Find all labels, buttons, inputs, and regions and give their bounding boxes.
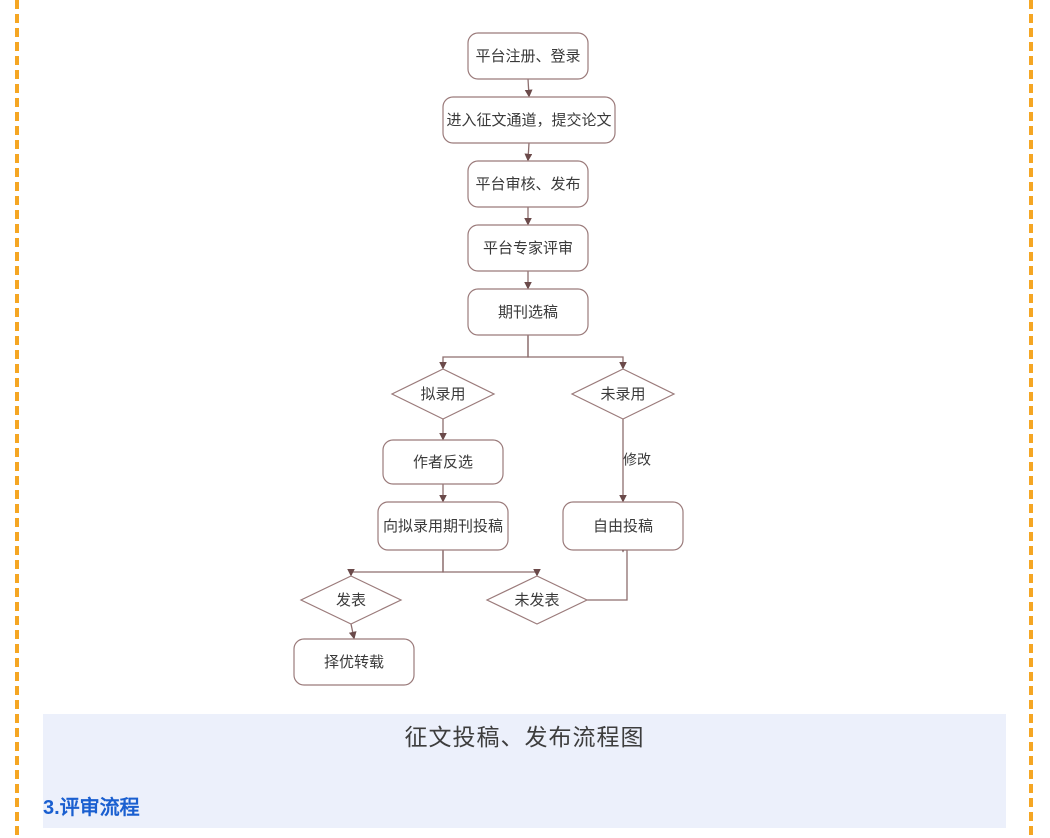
flow-node-n1: 平台注册、登录 [467,32,589,80]
node-shape-box [467,288,589,336]
node-label: 未录用 [600,386,645,403]
node-label: 向拟录用期刊投稿 [383,518,503,535]
flow-node-n3: 平台审核、发布 [467,160,589,208]
flow-link-n5-to-d2 [527,335,627,370]
node-shape-box [442,96,616,144]
node-shape-box [377,501,509,551]
flow-node-n7: 向拟录用期刊投稿 [377,501,509,551]
node-shape-box [382,439,504,485]
node-shape-diamond [570,368,676,420]
node-shape-diamond [485,575,589,625]
edge-label-0: 修改 [623,452,651,468]
right-dashed-rail [1029,0,1033,838]
flowchart-figure: 平台注册、登录进入征文通道，提交论文平台审核、发布平台专家评审期刊选稿拟录用 未录… [43,0,1006,710]
flow-node-n4: 平台专家评审 [467,224,589,272]
flow-link-n7-to-d4 [442,550,541,577]
flowchart-edge-labels: 修改 [623,452,651,468]
flow-link-n7-to-d3 [347,550,444,577]
flow-node-n2: 进入征文通道，提交论文 [442,96,616,144]
flow-node-n6: 作者反选 [382,439,504,485]
flow-link-d3-to-n9 [348,623,357,640]
node-shape-box [562,501,684,551]
flow-node-n8: 自由投稿 [562,501,684,551]
node-shape-box [467,160,589,208]
left-dashed-rail [15,0,19,838]
node-label: 自由投稿 [593,518,653,535]
figure-caption: 征文投稿、发布流程图 [404,724,645,750]
node-shape-box [467,32,589,80]
node-label: 未发表 [514,592,559,609]
node-shape-box [467,224,589,272]
flow-node-d1: 拟录用 [390,368,496,420]
figure-caption-panel: 征文投稿、发布流程图 3.评审流程 [43,714,1006,828]
node-shape-diamond [390,368,496,420]
flow-link-d4-to-n8 [587,544,628,601]
flow-node-n5: 期刊选稿 [467,288,589,336]
flow-node-d2: 未录用 [570,368,676,420]
node-shape-box [293,638,415,686]
node-label: 进入征文通道，提交论文 [446,111,611,129]
node-label: 平台审核、发布 [475,176,580,193]
node-label: 平台注册、登录 [475,48,580,65]
flow-link-n5-to-d1 [439,335,529,370]
flow-node-d3: 发表 [299,575,403,625]
flow-node-n9: 择优转载 [293,638,415,686]
flow-link-n2-to-n3 [524,142,533,162]
node-shape-diamond [299,575,403,625]
section-heading: 3.评审流程 [43,797,140,819]
node-label: 平台专家评审 [483,240,573,257]
node-label: 作者反选 [413,454,473,471]
node-label: 发表 [336,592,366,609]
node-label: 期刊选稿 [498,304,558,321]
flow-link-n1-to-n2 [524,78,533,98]
flow-node-d4: 未发表 [485,575,589,625]
node-label: 拟录用 [420,386,465,403]
node-label: 择优转载 [324,654,384,671]
